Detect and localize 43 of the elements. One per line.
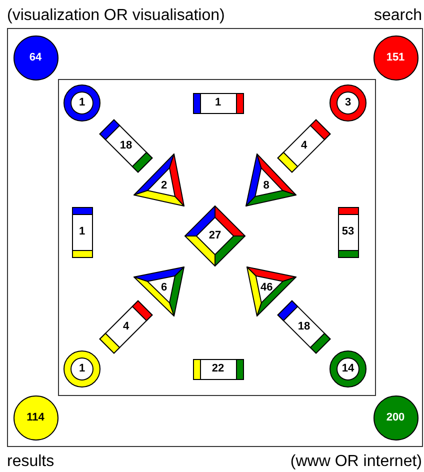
count-circle [372, 394, 418, 440]
count-label: 1 [78, 364, 86, 374]
count-label: 27 [208, 230, 222, 242]
count-ring [329, 350, 367, 388]
count-label: 2 [160, 180, 168, 192]
count-label: 18 [298, 322, 310, 332]
count-label: 200 [386, 412, 405, 423]
count-triangle [133, 153, 185, 207]
count-label: 4 [122, 322, 130, 332]
count-ring [329, 84, 367, 122]
corner-label: (www OR internet) [290, 454, 422, 470]
count-label: 64 [29, 52, 42, 63]
count-triangle [133, 266, 185, 317]
count-label: 4 [300, 140, 308, 152]
corner-label: (visualization OR visualisation) [7, 8, 225, 24]
count-ring [63, 84, 101, 122]
count-label: 3 [344, 98, 352, 108]
count-triangle [245, 153, 297, 207]
count-label: 6 [160, 282, 168, 294]
count-label: 22 [212, 364, 224, 374]
corner-label: results [7, 454, 54, 470]
count-bar [72, 206, 92, 258]
count-diamond [184, 205, 246, 267]
count-label: 1 [214, 98, 222, 108]
count-ring [63, 350, 101, 388]
count-label: 53 [342, 226, 354, 238]
count-label: 151 [386, 52, 405, 63]
count-circle [372, 34, 418, 80]
count-label: 14 [342, 364, 354, 374]
count-bar [192, 358, 244, 380]
count-label: 18 [120, 140, 132, 152]
count-circle [12, 394, 58, 440]
count-label: 8 [263, 180, 270, 192]
corner-label: search [374, 8, 422, 24]
count-label: 1 [78, 98, 86, 108]
count-bar [192, 92, 244, 114]
count-label: 1 [78, 226, 86, 238]
count-bar [338, 206, 358, 258]
count-label: 46 [260, 282, 273, 294]
inner-frame [58, 78, 376, 396]
count-label: 114 [26, 412, 44, 423]
outer-frame [7, 28, 423, 447]
count-circle [12, 34, 58, 80]
